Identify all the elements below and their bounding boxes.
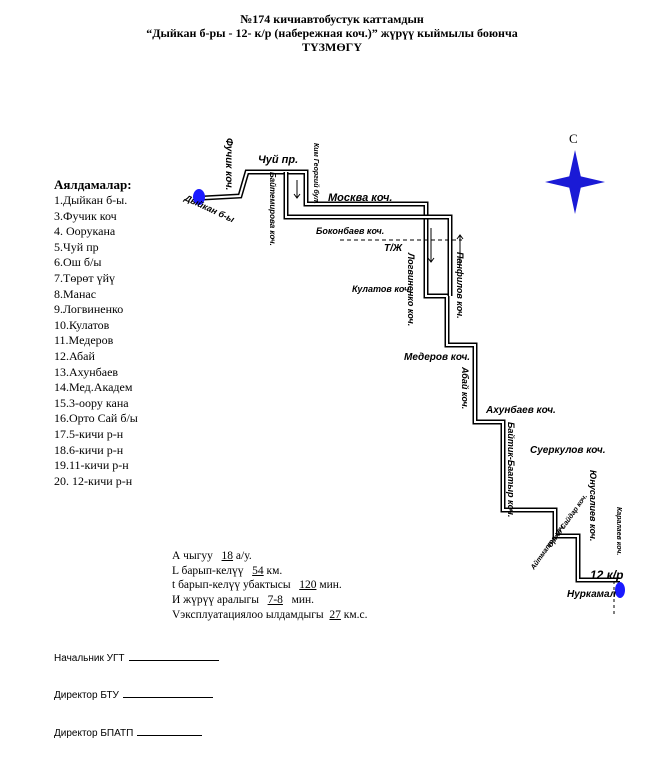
stops-title: Аялдамалар: [54, 177, 132, 192]
street-tzh: Т/Ж [384, 243, 403, 254]
param-speed: Vэксплуатациялоо ылдамдыгы 27 км.с. [172, 608, 368, 621]
stops-list: 1.Дыйкан б-ы. 3.Фучик коч 4. Оорукана 5.… [54, 193, 138, 489]
signature-btu: Директор БТУ [54, 688, 213, 701]
street-abai: Абай коч. [460, 366, 470, 409]
list-item: 1.Дыйкан б-ы. [54, 193, 128, 207]
street-bokonbaev: Боконбаев коч. [316, 226, 384, 236]
list-item: 18.6-кичи р-н [54, 442, 124, 457]
signature-line [137, 726, 203, 736]
header-line-1: №174 кичиавтобустук каттамдын [240, 12, 424, 26]
street-baitemirova: Байтемирова коч. [268, 172, 277, 246]
signature-bpatp: Директор БПАТП [54, 726, 203, 739]
list-item: 4. Оорукана [54, 224, 116, 239]
signature-line [122, 688, 213, 698]
street-karalaev: Каралаев коч. [615, 507, 622, 555]
street-akmatov: Айтматов коч. [529, 522, 567, 572]
street-akhunbaev: Ахунбаев коч. [485, 404, 556, 416]
street-suerkulov: Суеркулов коч. [530, 445, 606, 456]
compass-label: С [569, 131, 578, 146]
list-item: 6.Ош б/ы [54, 255, 102, 270]
street-baitik: Байтик-Баатыр коч. [506, 422, 516, 517]
param-interval: И жүрүү аралыгы 7-8 мин. [172, 594, 315, 607]
header-line-3: ТҮЗМӨГҮ [302, 40, 362, 54]
street-nurkamal: Нуркамал [567, 589, 617, 600]
param-time: t барып-келүү убактысы 120 мин. [172, 579, 342, 592]
street-kulatov: Кулатов коч. [352, 284, 412, 294]
signature-line [128, 651, 219, 661]
street-kim: Ким Георгий бул. [312, 143, 320, 204]
list-item: 19.11-кичи р-н [54, 458, 129, 473]
param-length: L барып-келүү 54 км. [172, 564, 283, 577]
list-item: 11.Медеров [54, 333, 114, 348]
list-item: 9.Логвиненко [54, 302, 124, 317]
param-count: А чыгуу 18 а/у. [172, 550, 252, 562]
street-mederov: Медеров коч. [404, 352, 470, 363]
list-item: 16.Орто Сай б/ы [54, 411, 138, 426]
street-fuchik: Фучик коч. [223, 138, 234, 190]
list-item: 5.Чуй пр [54, 239, 99, 254]
list-item: 8.Манас [54, 286, 97, 301]
list-item: 13.Ахунбаев [54, 364, 119, 379]
route-line [202, 169, 620, 583]
list-item: 20. 12-кичи р-н [54, 473, 133, 488]
end-label: 12 к/р [590, 568, 623, 582]
street-chui: Чуй пр. [258, 154, 298, 166]
end-stop-marker [615, 582, 625, 598]
street-logvinenko: Логвиненко коч. [406, 252, 416, 326]
list-item: 15.3-оору кана [54, 395, 129, 410]
street-panfilov: Панфилов коч. [455, 252, 465, 319]
list-item: 17.5-кичи р-н [54, 426, 124, 441]
signature-ugt: Начальник УГТ [54, 651, 219, 664]
street-yunusaliev: Юнусалиев коч. [588, 470, 598, 541]
street-moskva: Москва коч. [328, 192, 392, 204]
list-item: 3.Фучик коч [54, 208, 117, 223]
route-parameters: А чыгуу 18 а/у. L барып-келүү 54 км. t б… [172, 549, 368, 623]
header-line-2: “Дыйкан б-ры - 12- к/р (набережная коч.)… [146, 26, 518, 40]
list-item: 12.Абай [54, 348, 95, 363]
start-stop-marker [193, 189, 205, 205]
list-item: 14.Мед.Академ [54, 380, 133, 395]
compass-icon: С [545, 131, 605, 214]
list-item: 7.Төрөт үйү [54, 270, 115, 285]
list-item: 10.Кулатов [54, 317, 110, 332]
